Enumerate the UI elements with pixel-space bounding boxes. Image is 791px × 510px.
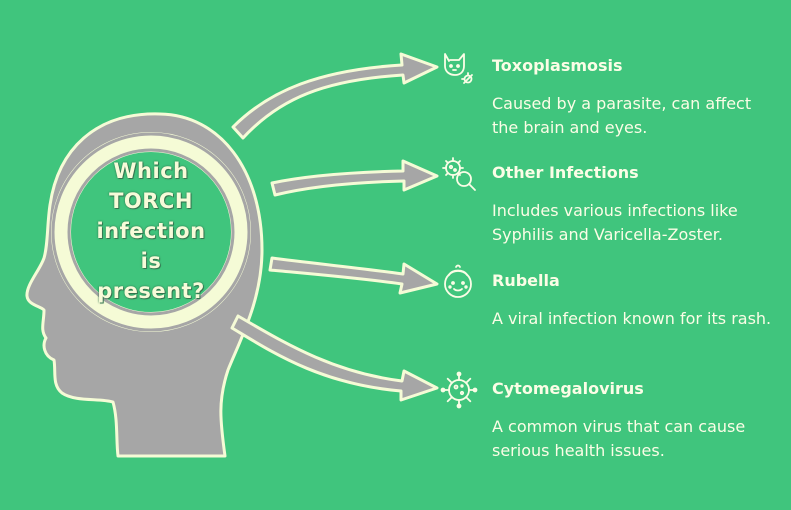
brain-ring [51, 132, 251, 332]
virus-icon [440, 371, 478, 409]
virus-magnifier-icon [442, 157, 476, 191]
cat-parasite-icon [444, 53, 473, 84]
item-title: Cytomegalovirus [492, 379, 644, 398]
child-rash-icon [444, 264, 472, 298]
item-description: A common virus that can cause serious he… [492, 417, 746, 460]
head-line: is [140, 249, 162, 273]
head-line: Which [113, 159, 189, 183]
item-title: Other Infections [492, 163, 639, 182]
item-description: Includes various infections like Syphili… [492, 201, 738, 244]
head-line: TORCH [109, 189, 193, 213]
item-description: A viral infection known for its rash. [492, 309, 772, 328]
head-question: Which TORCH infection is present? [86, 156, 216, 306]
head-line: present? [97, 279, 205, 303]
head-line: infection [96, 219, 206, 243]
arrow-other-infections [270, 159, 439, 197]
item-description: Caused by a parasite, can affect the bra… [492, 94, 752, 137]
arrow-toxoplasmosis [231, 52, 439, 140]
arrow-rubella [268, 256, 439, 295]
item-title: Toxoplasmosis [492, 56, 623, 75]
arrow-cytomegalovirus [230, 314, 439, 402]
item-title: Rubella [492, 271, 560, 290]
